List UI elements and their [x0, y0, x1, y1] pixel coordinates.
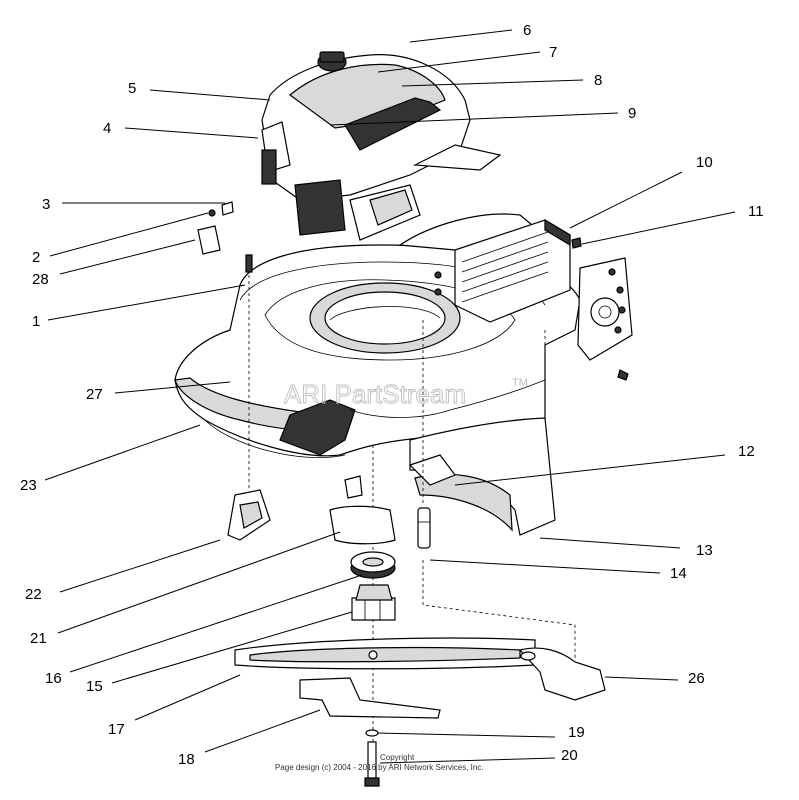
engine-assembly: [261, 51, 552, 261]
footer: Copyright Page design (c) 2004 - 2016 by…: [275, 753, 484, 772]
callout-9: 9: [628, 105, 636, 122]
height-adjust-plate: [577, 257, 633, 381]
callout-11: 11: [748, 203, 764, 220]
callout-20: 20: [561, 747, 578, 764]
watermark-tm: TM: [512, 377, 528, 389]
bolt-20: [364, 741, 380, 787]
callout-19: 19: [568, 724, 585, 741]
flap-26: [518, 647, 606, 701]
bracket-21: [329, 475, 396, 545]
hardware-left: [197, 201, 253, 273]
callout-13: 13: [696, 542, 713, 559]
hardware-right: [434, 237, 582, 296]
callout-numbers: 6 7 8 5 9 4 10 3 11 2 28 1 27 12 23 13 1…: [20, 22, 764, 768]
callout-3: 3: [42, 196, 50, 213]
callout-10: 10: [696, 154, 713, 171]
callout-18: 18: [178, 751, 195, 768]
callout-7: 7: [549, 44, 557, 61]
muffler-guard: [454, 218, 571, 323]
callout-5: 5: [128, 80, 136, 97]
callout-23: 23: [20, 477, 37, 494]
callout-1: 1: [32, 313, 40, 330]
baffle-22: [227, 489, 271, 541]
callout-4: 4: [103, 120, 111, 137]
watermark-text: ARI PartStream: [284, 379, 466, 409]
footer-page-design: Page design (c) 2004 - 2016 by ARI Netwo…: [275, 763, 484, 772]
clamp-14: [417, 507, 431, 549]
callout-6: 6: [523, 22, 531, 39]
callout-12: 12: [738, 443, 755, 460]
callout-16: 16: [45, 670, 62, 687]
callout-26: 26: [688, 670, 705, 687]
callout-21: 21: [30, 630, 47, 647]
blade-18: [299, 677, 441, 719]
callout-2: 2: [32, 249, 40, 266]
footer-copyright: Copyright: [380, 753, 415, 762]
adapter-15: [351, 584, 396, 621]
rear-skirt: [408, 417, 556, 536]
blade-17: [234, 637, 536, 670]
callout-17: 17: [108, 721, 125, 738]
callout-15: 15: [86, 678, 103, 695]
callout-8: 8: [594, 72, 602, 89]
callout-14: 14: [670, 565, 687, 582]
leader-lines: [44, 29, 736, 764]
callout-27: 27: [86, 386, 103, 403]
washer-19: [365, 729, 379, 737]
callout-28: 28: [32, 271, 49, 288]
callout-22: 22: [25, 586, 42, 603]
watermark: ARI PartStream TM: [284, 377, 528, 409]
bearing-16: [350, 551, 396, 579]
